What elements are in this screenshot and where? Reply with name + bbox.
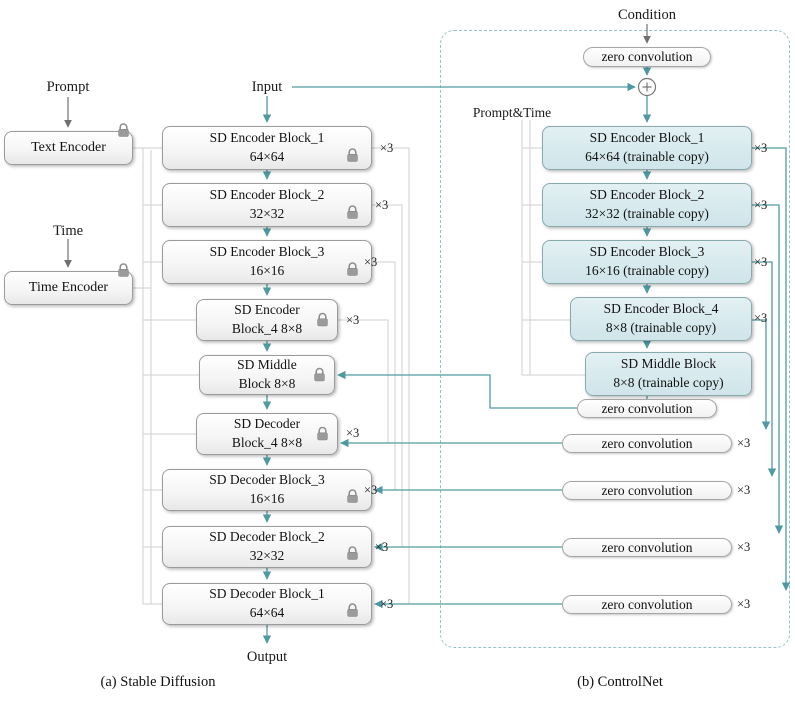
controlnet-encoder-block-4: SD Encoder Block_4 8×8 (trainable copy) — [570, 297, 752, 341]
block-line2: 32×32 (trainable copy) — [585, 206, 709, 221]
block-line2: 32×32 — [249, 548, 285, 563]
controlnet-encoder-block-1: SD Encoder Block_1 64×64 (trainable copy… — [542, 126, 752, 170]
x3-label: ×3 — [364, 255, 378, 269]
block-line2: 16×16 (trainable copy) — [585, 263, 709, 278]
block-line2: Block_4 8×8 — [231, 435, 303, 450]
sd-decoder-block-2: SD Decoder Block_2 32×32 — [162, 526, 372, 568]
lock-icon — [347, 205, 358, 219]
text-encoder-block: Text Encoder — [4, 123, 133, 165]
block-line1: SD Middle Block — [620, 356, 717, 372]
caption-stable-diffusion: (a) Stable Diffusion — [100, 674, 216, 690]
lock-icon — [347, 603, 358, 617]
lock-icon — [347, 546, 358, 560]
block-line1: SD Decoder — [233, 416, 301, 432]
x3-label: ×3 — [754, 198, 768, 212]
block-line2: 32×32 — [249, 206, 285, 221]
block-line1: SD Encoder Block_4 — [603, 301, 719, 317]
block-line2: 8×8 (trainable copy) — [605, 320, 717, 335]
sd-encoder-block-3: SD Encoder Block_3 16×16 — [162, 240, 372, 284]
block-line1: SD Encoder Block_1 — [209, 130, 325, 146]
zero-conv-decoder-4: zero convolution — [562, 434, 732, 453]
block-line1: SD Decoder Block_2 — [209, 529, 325, 545]
block-line2: Block_4 8×8 — [231, 321, 303, 336]
x3-label: ×3 — [375, 198, 389, 212]
block-line2: 64×64 — [249, 605, 285, 620]
controlnet-encoder-block-2: SD Encoder Block_2 32×32 (trainable copy… — [542, 183, 752, 227]
x3-label: ×3 — [754, 141, 768, 155]
condition-label: Condition — [617, 7, 677, 23]
block-line2: 64×64 (trainable copy) — [585, 149, 709, 164]
zero-conv-middle: zero convolution — [577, 399, 717, 418]
lock-icon — [317, 426, 328, 441]
block-line2: 64×64 — [249, 149, 285, 164]
prompt-label: Prompt — [46, 79, 90, 95]
block-line2: 16×16 — [249, 263, 285, 278]
lock-icon — [317, 312, 328, 327]
block-line1: SD Middle — [237, 357, 297, 373]
block-line1: SD Encoder Block_3 — [209, 244, 325, 260]
x3-label: ×3 — [380, 597, 394, 611]
controlnet-encoder-block-3: SD Encoder Block_3 16×16 (trainable copy… — [542, 240, 752, 284]
lock-icon — [347, 262, 358, 276]
sd-decoder-block-3: SD Decoder Block_3 16×16 — [162, 469, 372, 511]
time-encoder-label: Time Encoder — [28, 280, 109, 296]
sd-middle-block: SD Middle Block 8×8 — [199, 355, 335, 395]
prompt-time-label: Prompt&Time — [472, 105, 552, 120]
sd-encoder-block-1: SD Encoder Block_1 64×64 — [162, 126, 372, 170]
sd-encoder-block-2: SD Encoder Block_2 32×32 — [162, 183, 372, 227]
x3-label: ×3 — [737, 483, 751, 497]
lock-icon — [347, 489, 358, 503]
lock-icon — [118, 263, 129, 277]
x3-label: ×3 — [346, 313, 360, 327]
block-line2: 16×16 — [249, 491, 285, 506]
controlnet-frame — [440, 30, 790, 648]
x3-label: ×3 — [737, 436, 751, 450]
block-line1: SD Decoder Block_1 — [209, 586, 325, 602]
zero-conv-decoder-2: zero convolution — [562, 538, 732, 557]
zero-conv-condition: zero convolution — [583, 47, 711, 67]
caption-controlnet: (b) ControlNet — [577, 674, 663, 690]
block-line1: SD Encoder Block_3 — [589, 244, 705, 260]
x3-label: ×3 — [754, 255, 768, 269]
block-line1: SD Decoder Block_3 — [209, 472, 325, 488]
input-label: Input — [251, 79, 283, 95]
block-line1: SD Encoder Block_2 — [209, 187, 325, 203]
sd-encoder-block-4: SD Encoder Block_4 8×8 — [196, 299, 338, 341]
x3-label: ×3 — [375, 540, 389, 554]
time-encoder-block: Time Encoder — [4, 263, 133, 305]
time-label: Time — [52, 223, 84, 239]
lock-icon — [347, 148, 358, 162]
x3-label: ×3 — [380, 141, 394, 155]
text-encoder-label: Text Encoder — [31, 140, 106, 156]
x3-label: ×3 — [364, 483, 378, 497]
lock-icon — [118, 123, 129, 137]
zero-conv-decoder-3: zero convolution — [562, 481, 732, 500]
output-label: Output — [246, 649, 288, 665]
controlnet-middle-block: SD Middle Block 8×8 (trainable copy) — [585, 352, 752, 396]
block-line1: SD Encoder Block_2 — [589, 187, 705, 203]
block-line1: SD Encoder — [234, 302, 300, 318]
zero-conv-decoder-1: zero convolution — [562, 595, 732, 614]
x3-label: ×3 — [737, 540, 751, 554]
sd-decoder-block-1: SD Decoder Block_1 64×64 — [162, 583, 372, 625]
block-line1: SD Encoder Block_1 — [589, 130, 705, 146]
x3-label: ×3 — [737, 597, 751, 611]
block-line2: Block 8×8 — [238, 376, 296, 391]
x3-label: ×3 — [754, 311, 768, 325]
x3-label: ×3 — [346, 426, 360, 440]
sd-decoder-block-4: SD Decoder Block_4 8×8 — [196, 413, 338, 455]
block-line2: 8×8 (trainable copy) — [613, 375, 724, 390]
lock-icon — [314, 367, 325, 382]
